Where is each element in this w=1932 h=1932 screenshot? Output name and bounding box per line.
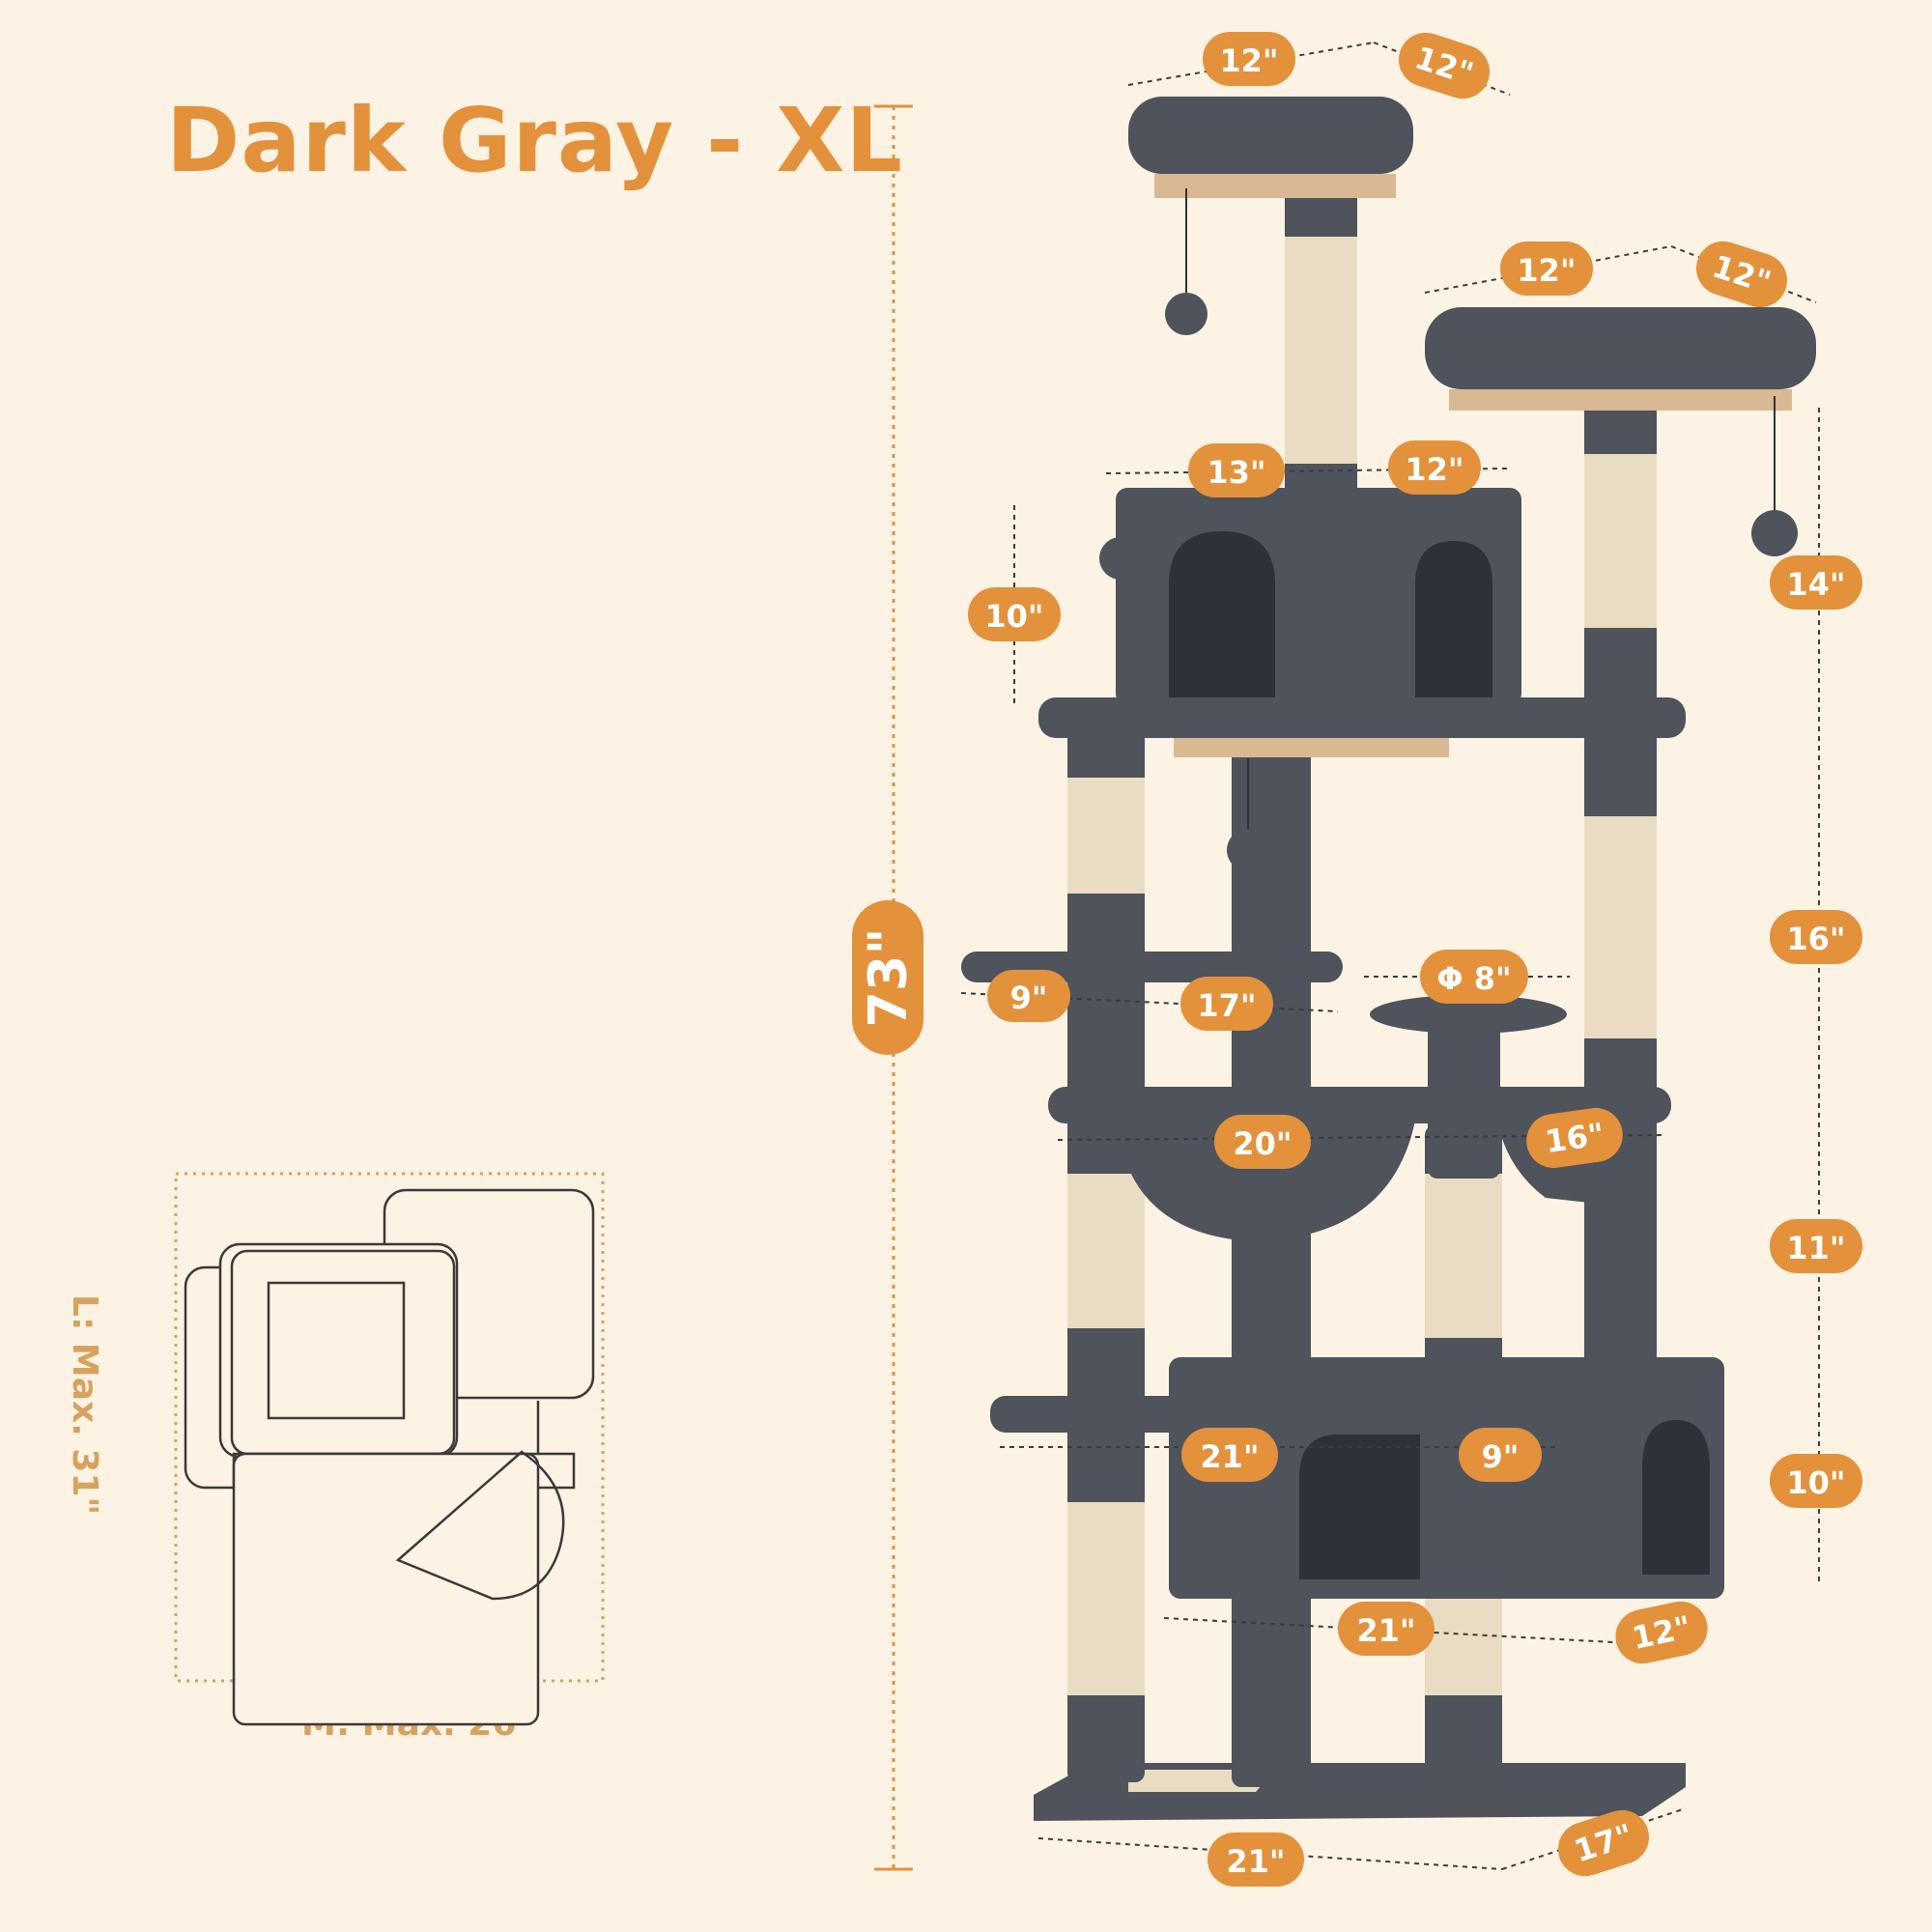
dim-top-perch-depth: 12" bbox=[1398, 32, 1491, 99]
svg-text:16": 16" bbox=[1786, 921, 1845, 957]
svg-text:21": 21" bbox=[1226, 1843, 1285, 1880]
dim-right-mid-gap: 16" bbox=[1770, 910, 1862, 964]
svg-text:12": 12" bbox=[1405, 451, 1463, 488]
svg-text:13": 13" bbox=[1207, 454, 1265, 491]
svg-text:9": 9" bbox=[1010, 980, 1048, 1016]
dim-base-width: 21" bbox=[1208, 1833, 1304, 1887]
dim-lower-condo-height: 10" bbox=[1770, 1454, 1862, 1508]
footprint-diagram bbox=[174, 1172, 605, 1726]
dimension-badges: 12" 12" 12" 12" 13" 12" 14" 10" 16" 9" 1… bbox=[968, 32, 1862, 1887]
hammock bbox=[1048, 1087, 1671, 1241]
dim-hammock-depth: 16" bbox=[1526, 1107, 1623, 1169]
svg-text:11": 11" bbox=[1786, 1230, 1845, 1266]
dim-step-width: 17" bbox=[1180, 977, 1273, 1031]
dim-lower-platform-depth: 9" bbox=[1459, 1428, 1542, 1482]
svg-text:12": 12" bbox=[1517, 252, 1576, 289]
right-perch bbox=[1425, 307, 1816, 556]
svg-text:14": 14" bbox=[1786, 566, 1845, 603]
svg-text:10": 10" bbox=[1786, 1464, 1845, 1501]
dim-right-perch-depth: 12" bbox=[1695, 241, 1788, 308]
dim-lower-condo-width: 21" bbox=[1338, 1602, 1435, 1656]
dim-upper-condo-height: 10" bbox=[968, 587, 1061, 641]
top-perch bbox=[1128, 97, 1413, 335]
page-title: Dark Gray - XL bbox=[166, 89, 903, 192]
svg-text:16": 16" bbox=[1543, 1116, 1606, 1160]
dim-lower-platform-width: 21" bbox=[1181, 1428, 1278, 1482]
dim-right-upper-gap: 14" bbox=[1770, 555, 1862, 610]
dim-right-lower-gap: 11" bbox=[1770, 1219, 1862, 1273]
round-platform bbox=[1370, 995, 1567, 1034]
dim-hammock-width: 20" bbox=[1214, 1115, 1311, 1169]
lower-platform bbox=[990, 1396, 1541, 1433]
svg-text:21": 21" bbox=[1200, 1438, 1259, 1475]
dim-upper-condo-depth: 12" bbox=[1388, 440, 1481, 495]
svg-text:10": 10" bbox=[984, 598, 1043, 635]
dim-right-perch-width: 12" bbox=[1500, 242, 1593, 296]
svg-text:17": 17" bbox=[1197, 987, 1256, 1024]
svg-text:Φ 8": Φ 8" bbox=[1436, 960, 1511, 997]
upper-condo bbox=[1099, 488, 1521, 705]
cat-tree bbox=[961, 97, 1816, 1821]
svg-text:21": 21" bbox=[1356, 1612, 1415, 1649]
dim-round-platform-diameter: Φ 8" bbox=[1420, 950, 1528, 1004]
middle-platform bbox=[1038, 697, 1686, 871]
dim-lower-condo-depth: 12" bbox=[1615, 1601, 1708, 1664]
dim-step-depth: 9" bbox=[987, 970, 1070, 1022]
dim-base-depth: 17" bbox=[1557, 1809, 1650, 1877]
svg-text:73": 73" bbox=[858, 927, 919, 1027]
svg-text:9": 9" bbox=[1482, 1438, 1520, 1475]
svg-text:12": 12" bbox=[1219, 43, 1278, 79]
overall-height-badge: 73" bbox=[852, 900, 923, 1055]
dim-top-perch-width: 12" bbox=[1203, 32, 1295, 86]
svg-text:20": 20" bbox=[1233, 1125, 1292, 1162]
dim-upper-condo-width: 13" bbox=[1188, 443, 1285, 497]
